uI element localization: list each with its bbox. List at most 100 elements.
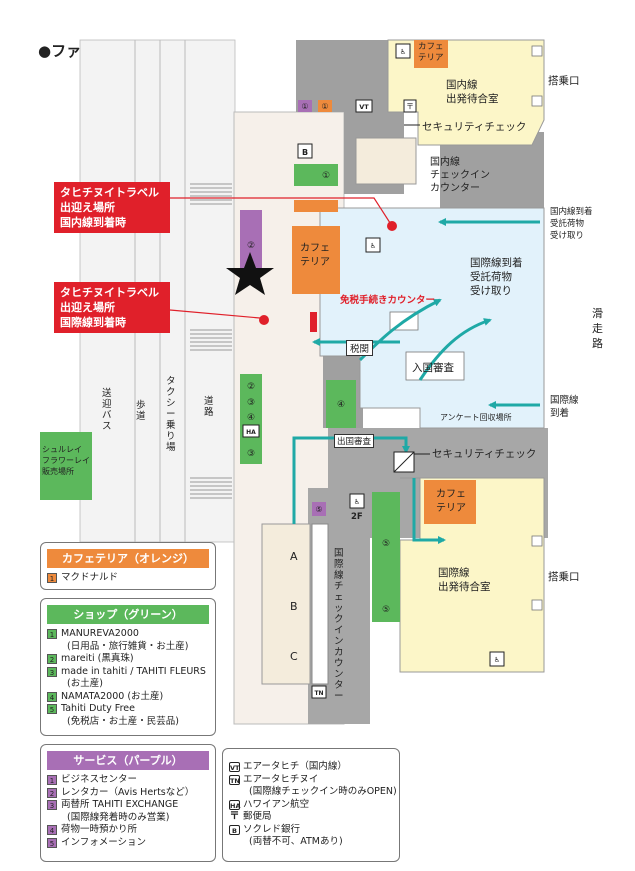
legend-cafeteria-item-label: マクドナルド — [61, 572, 119, 583]
service-5-area — [312, 502, 326, 516]
departure-immigration-label: 出国審査 — [334, 434, 375, 448]
svg-text:♿: ♿ — [370, 242, 376, 250]
crosswalks — [190, 183, 232, 499]
svg-text:②: ② — [247, 382, 255, 392]
svg-text:⑤: ⑤ — [315, 505, 322, 514]
legend-cafeteria: カフェテリア（オレンジ） 1 マクドナルド — [40, 542, 216, 590]
tahiti-nui-travel-domestic-callout: タヒチヌイトラベル 出迎え場所 国内線到着時 — [54, 182, 170, 233]
shop-4-area — [326, 380, 356, 428]
ha-icon: HA — [229, 799, 241, 810]
svg-text:①: ① — [322, 171, 330, 181]
customs-label: 税関 — [346, 340, 374, 356]
svg-text:④: ④ — [337, 400, 345, 410]
shop-1-area — [294, 164, 338, 186]
cafeteria-area-1 — [414, 40, 448, 68]
boarding-gate-label-1: 搭乗口 — [548, 75, 580, 87]
security-check-label-2: セキュリティチェック — [432, 448, 537, 460]
svg-text:③: ③ — [247, 398, 255, 408]
legend-service-title: サービス（パープル） — [47, 751, 209, 770]
svg-text:①: ① — [321, 102, 328, 111]
taxi-label: タクシー乗り場 — [166, 376, 176, 453]
boarding-gate-label-2: 搭乗口 — [548, 571, 580, 583]
svg-text:♿: ♿ — [400, 48, 406, 56]
vt-icon: VT — [229, 762, 240, 772]
tax-free-counter-label: 免税手続きカウンター — [340, 295, 436, 306]
intl-checkin-area — [261, 523, 311, 685]
post-office-icon: 〒 — [229, 811, 240, 822]
svg-text:B: B — [302, 148, 308, 157]
svg-text:♿: ♿ — [354, 498, 360, 506]
legend-cafeteria-item: 1 マクドナルド — [47, 572, 215, 585]
legend-symbol-post: 〒郵便局 — [229, 811, 272, 822]
dom-arrival-label: 国内線到着 受託荷物 受け取り — [550, 207, 593, 241]
legend-symbol-bank-sub: (両替不可、ATMあり) — [249, 836, 343, 847]
floor-2f-label: 2F — [351, 512, 363, 522]
current-location-star — [226, 252, 274, 295]
intl-arrival-label: 国際線 到着 — [550, 395, 579, 419]
tn-icon: TN — [229, 774, 240, 785]
bus-label: 送迎バス — [102, 388, 112, 432]
shop-5-area-1 — [372, 492, 400, 602]
svg-text:③: ③ — [247, 449, 255, 459]
counter-c-label: C — [290, 650, 298, 663]
runway-label: 滑 走 路 — [592, 307, 603, 350]
svg-text:①: ① — [301, 102, 308, 111]
intl-departure-lounge-label: 国際線 出発待合室 — [438, 567, 491, 593]
tahiti-nui-travel-intl-callout: タヒチヌイトラベル 出迎え場所 国際線到着時 — [54, 282, 170, 333]
legend-shop-title: ショップ（グリーン） — [47, 605, 209, 624]
svg-text:VT: VT — [359, 103, 369, 111]
cafeteria-area-2 — [292, 226, 340, 294]
cafeteria-area-3 — [424, 480, 476, 524]
svg-text:♿: ♿ — [494, 656, 500, 664]
dom-departure-lounge-label: 国内線 出発待合室 — [446, 79, 499, 105]
dom-checkin-label: 国内線 チェックイン カウンター — [430, 157, 490, 194]
svg-text:TN: TN — [314, 690, 323, 697]
arrival-hall-shape — [319, 207, 545, 429]
svg-text:〒: 〒 — [406, 102, 414, 111]
intl-arrival-baggage-label: 国際線到着 受託荷物 受け取り — [470, 257, 523, 297]
service-2-area — [240, 210, 262, 272]
intl-checkin-label: 国際線チェックインカウンター — [334, 548, 344, 702]
counter-a-label: A — [290, 550, 298, 563]
svg-text:④: ④ — [247, 413, 255, 423]
legend-cafeteria-title: カフェテリア（オレンジ） — [47, 549, 209, 568]
legend-shop-item-1-sub: (日用品・旅行雑貨・お土産) — [67, 640, 189, 652]
legend-shop-item-3-sub: (お土産) — [67, 678, 103, 689]
svg-text:⑤: ⑤ — [382, 605, 390, 615]
survey-box-label: アンケート回収場所 — [440, 413, 512, 422]
road-label: 道路 — [204, 396, 214, 418]
cafeteria-label-2: カフェ テリア — [300, 243, 330, 268]
shop-5-area-2 — [372, 596, 400, 622]
svg-text:⑤: ⑤ — [382, 539, 390, 549]
svg-text:②: ② — [247, 241, 255, 251]
shop-2-area — [240, 374, 262, 464]
cafeteria-label-1: カフェ テリア — [418, 42, 444, 63]
bank-icon: B — [229, 824, 240, 835]
cafeteria-label-3: カフェ テリア — [436, 489, 466, 514]
legend-shop-item-5-sub: (免税店・お土産・民芸品) — [67, 715, 179, 727]
immigration-label: 入国審査 — [412, 362, 454, 374]
lei-shop-label: シュルレイ フラワーレイ 販売場所 — [42, 445, 90, 476]
counter-b-label: B — [290, 600, 298, 613]
svg-text:HA: HA — [246, 429, 256, 436]
legend-symbol-tn-sub: (国際線チェックイン時のみOPEN) — [249, 786, 397, 797]
meeting-point-dot-2 — [259, 315, 269, 325]
